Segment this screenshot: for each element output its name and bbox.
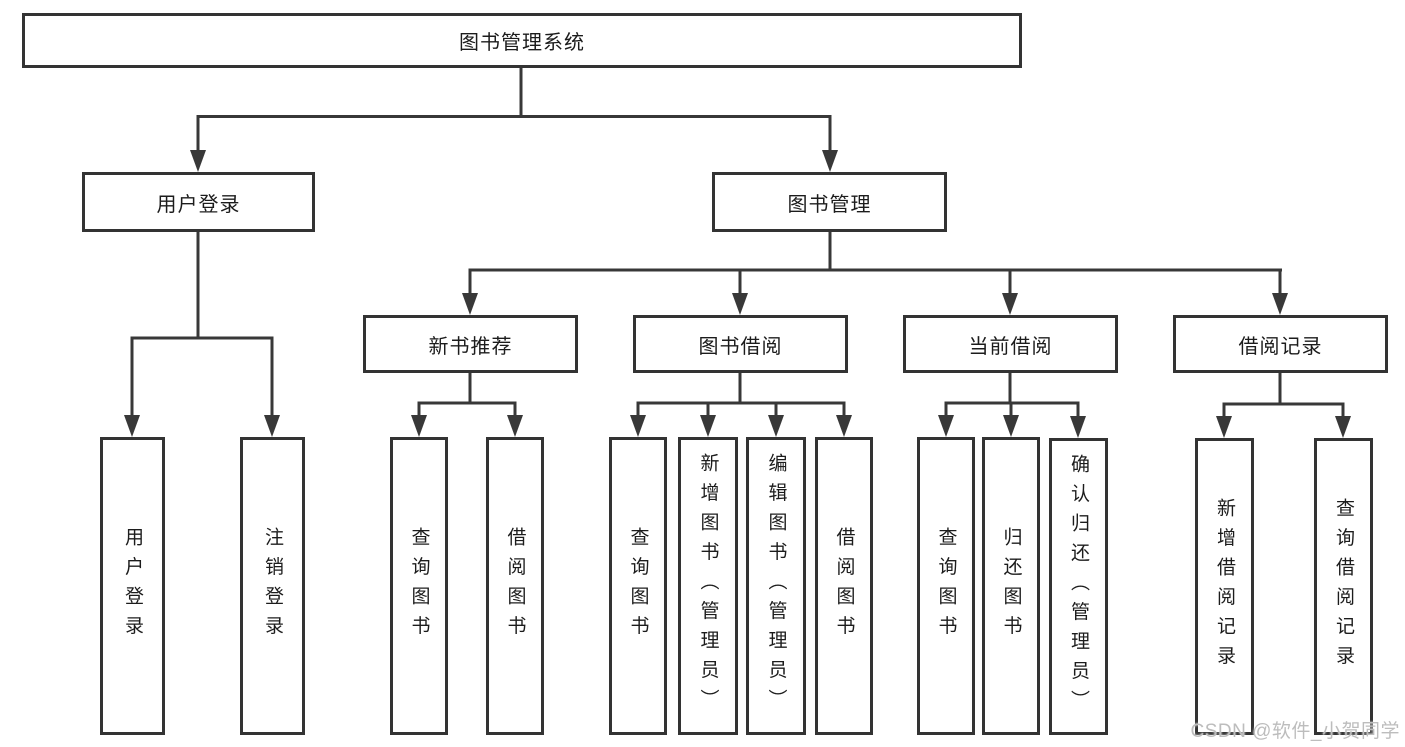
node-book-borrowing: 图书借阅 xyxy=(633,315,848,373)
leaf-query-books-2-label: 查询图书 xyxy=(627,527,649,645)
leaf-logout-label: 注销登录 xyxy=(262,527,283,645)
node-user-login-label: 用户登录 xyxy=(156,193,241,216)
node-user-login: 用户登录 xyxy=(82,172,315,232)
leaf-add-borrow-record: 新增借阅记录 xyxy=(1195,438,1254,735)
leaf-borrow-books-2-label: 借阅图书 xyxy=(833,527,855,645)
leaf-borrow-books-1-label: 借阅图书 xyxy=(504,527,526,645)
node-book-management-label: 图书管理 xyxy=(787,193,872,216)
node-root: 图书管理系统 xyxy=(22,13,1022,68)
leaf-query-borrow-record-label: 查询借阅记录 xyxy=(1333,498,1354,675)
leaf-borrow-books-1: 借阅图书 xyxy=(486,437,544,735)
leaf-return-books-label: 归还图书 xyxy=(1000,527,1022,645)
leaf-edit-books-admin-label: 编辑图书（管理员） xyxy=(765,453,787,719)
leaf-query-books-2: 查询图书 xyxy=(609,437,667,735)
leaf-confirm-return-admin-label: 确认归还（管理员） xyxy=(1068,453,1089,720)
node-root-label: 图书管理系统 xyxy=(459,32,585,54)
leaf-query-books-1: 查询图书 xyxy=(390,437,448,735)
leaf-add-borrow-record-label: 新增借阅记录 xyxy=(1214,498,1235,675)
leaf-borrow-books-2: 借阅图书 xyxy=(815,437,873,735)
node-new-book-recommend-label: 新书推荐 xyxy=(428,335,513,358)
leaf-confirm-return-admin: 确认归还（管理员） xyxy=(1049,438,1108,735)
leaf-query-books-1-label: 查询图书 xyxy=(408,527,430,645)
leaf-edit-books-admin: 编辑图书（管理员） xyxy=(746,437,806,735)
leaf-logout: 注销登录 xyxy=(240,437,305,735)
node-current-borrowing: 当前借阅 xyxy=(903,315,1118,373)
node-borrowing-records-label: 借阅记录 xyxy=(1238,335,1323,358)
node-borrowing-records: 借阅记录 xyxy=(1173,315,1388,373)
node-current-borrowing-label: 当前借阅 xyxy=(968,335,1053,358)
leaf-return-books: 归还图书 xyxy=(982,437,1040,735)
leaf-user-login: 用户登录 xyxy=(100,437,165,735)
leaf-query-books-3-label: 查询图书 xyxy=(935,527,957,645)
node-new-book-recommend: 新书推荐 xyxy=(363,315,578,373)
leaf-query-books-3: 查询图书 xyxy=(917,437,975,735)
leaf-query-borrow-record: 查询借阅记录 xyxy=(1314,438,1373,735)
csdn-watermark: CSDN @软件_小贺同学 xyxy=(1190,721,1400,742)
leaf-add-books-admin-label: 新增图书（管理员） xyxy=(697,453,719,719)
leaf-user-login-label: 用户登录 xyxy=(122,527,143,645)
leaf-add-books-admin: 新增图书（管理员） xyxy=(678,437,738,735)
node-book-borrowing-label: 图书借阅 xyxy=(698,335,783,358)
node-book-management: 图书管理 xyxy=(712,172,947,232)
